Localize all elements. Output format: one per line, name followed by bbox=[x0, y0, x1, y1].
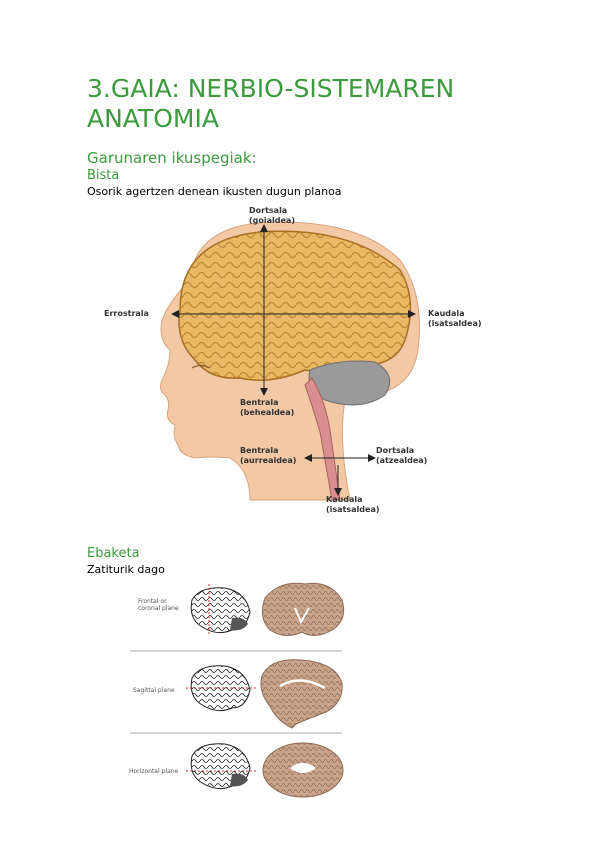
section-planes-figure bbox=[130, 582, 345, 798]
bista-description: Osorik agertzen denean ikusten dugun pla… bbox=[87, 185, 342, 198]
ebaketa-heading: Ebaketa bbox=[87, 546, 140, 561]
label-bentrala-aurrealdea: Bentrala(aurrealdea) bbox=[240, 446, 297, 465]
ebaketa-description: Zatiturik dago bbox=[87, 563, 165, 576]
label-kaudala: Kaudala(isatsaldea) bbox=[428, 309, 482, 328]
label-dortsala-goialdea: Dortsala(goialdea) bbox=[249, 206, 295, 225]
brainstem bbox=[304, 377, 341, 501]
page-title: 3.GAIA: NERBIO-SISTEMAREN ANATOMIA bbox=[87, 74, 455, 133]
label-dortsala-atzealdea: Dortsala(atzealdea) bbox=[376, 446, 428, 465]
bista-heading: Bista bbox=[87, 168, 120, 183]
label-horizontal-plane: Horizontal plane bbox=[129, 768, 179, 775]
brain-orientation-figure bbox=[160, 221, 421, 501]
label-sagittal-plane: Sagittal plane bbox=[133, 687, 175, 694]
label-kaudala-bottom: Kaudala(isatsaldea) bbox=[326, 495, 380, 514]
label-bentrala-behealdea: Bentrala(behealdea) bbox=[240, 398, 295, 417]
section-heading: Garunaren ikuspegiak: bbox=[87, 149, 257, 167]
label-errostrala: Errostrala bbox=[104, 309, 149, 318]
